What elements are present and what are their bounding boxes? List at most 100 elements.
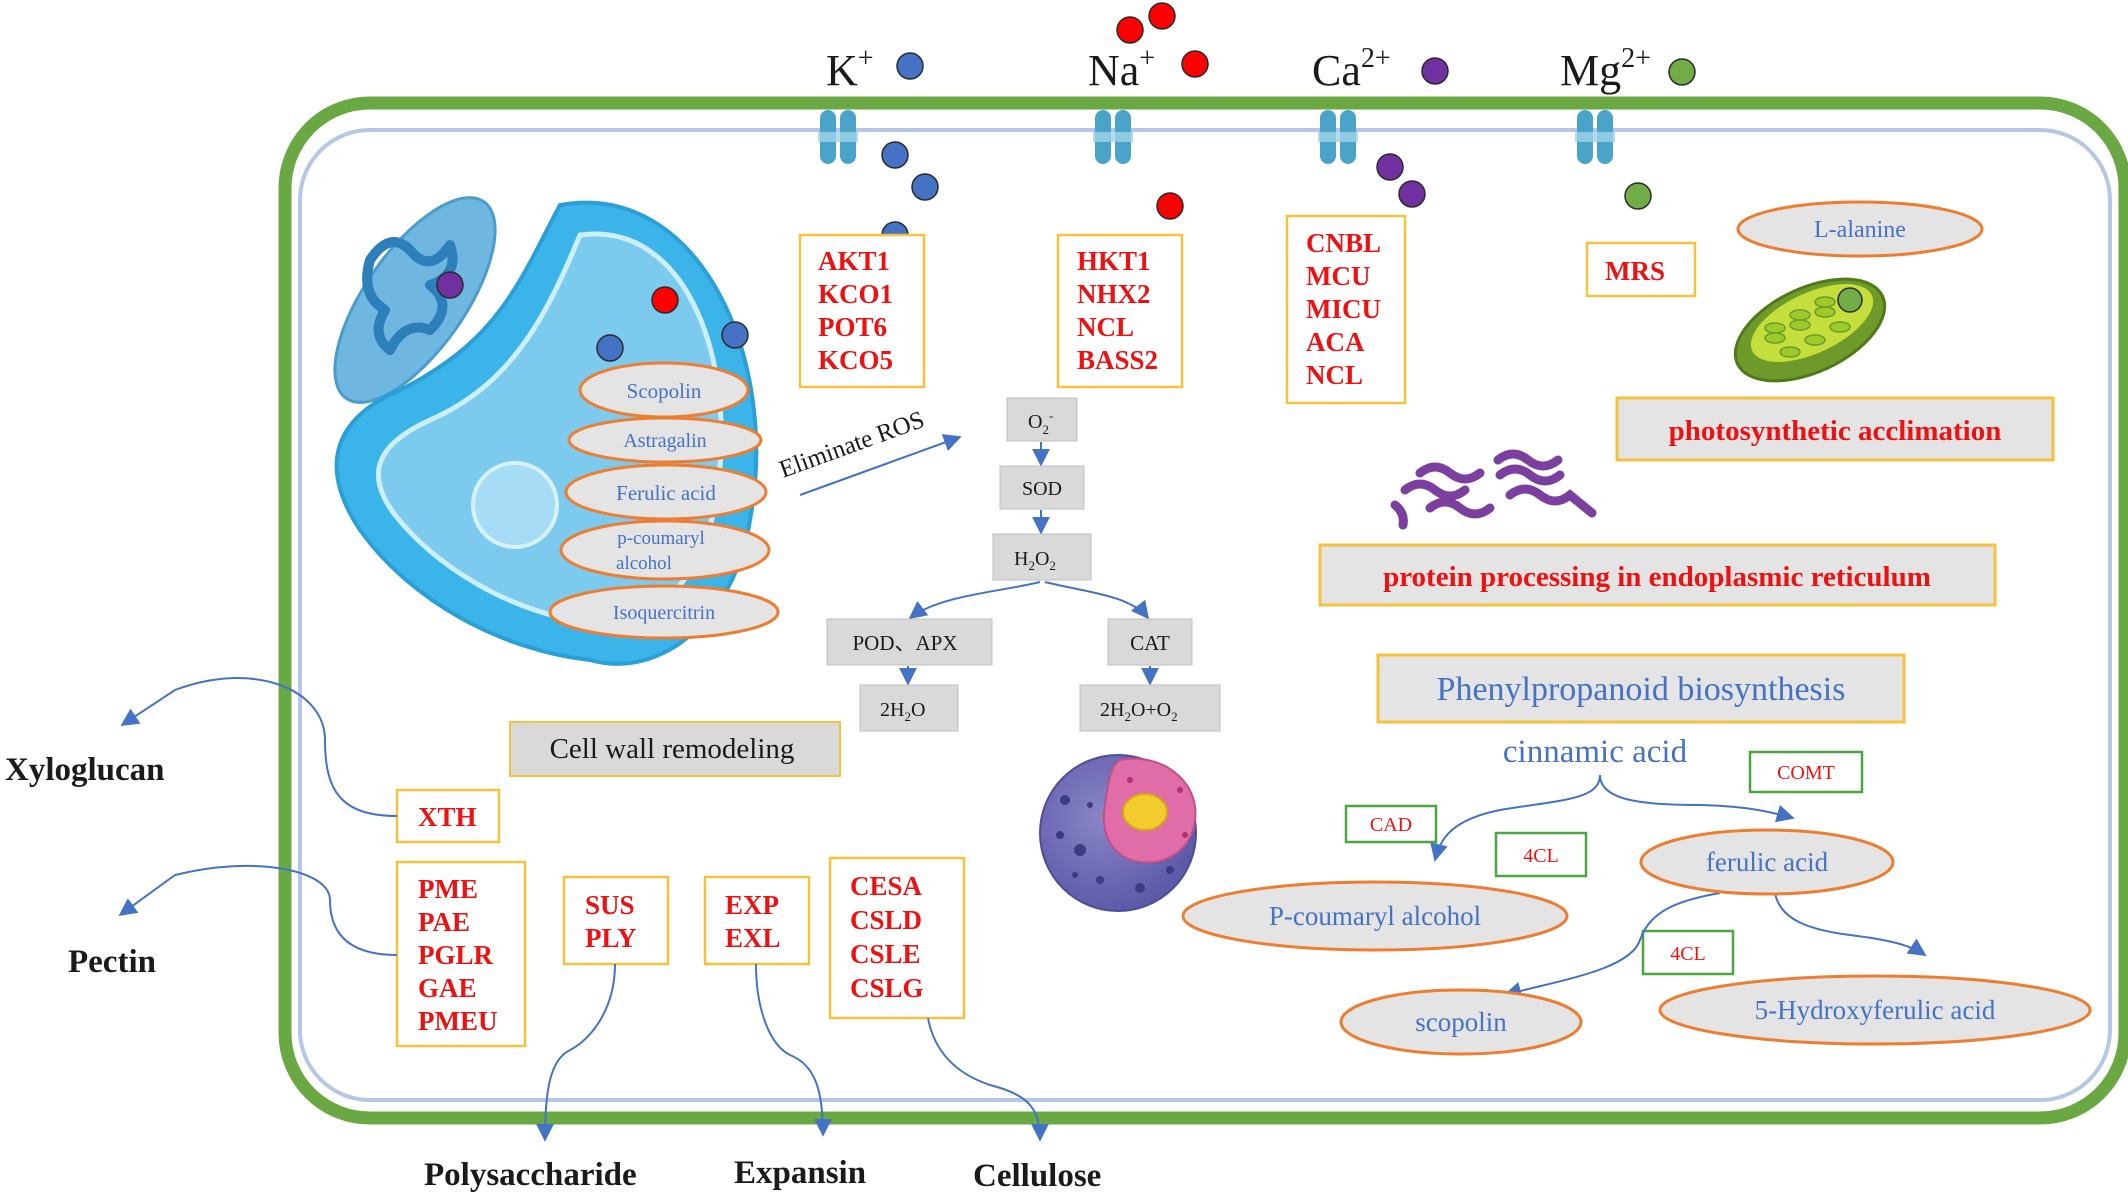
photosynthetic-label: photosynthetic acclimation (1669, 415, 2002, 447)
gene-label: XTH (418, 802, 477, 832)
h2o2-box (992, 533, 1092, 581)
ros-pathway: O2- SOD H2O2 POD、APX CAT 2H2O 2H2O+O2 (826, 397, 1221, 732)
l-alanine-label: L-alanine (1814, 217, 1906, 243)
product-expansin: Expansin (734, 1155, 866, 1191)
cat-label: CAT (1130, 631, 1170, 655)
gene-label: PLY (585, 923, 637, 953)
gene-label: NCL (1306, 360, 1363, 390)
gene-label: POT6 (818, 312, 887, 342)
metabolite-label: Isoquercitrin (613, 602, 715, 624)
h2o-box (859, 684, 959, 732)
ion-label-na: Na+ (1088, 43, 1155, 95)
metabolite-p-coumaryl-alcohol: p-coumaryl alcohol (559, 519, 771, 581)
h2o-label: 2H2O (880, 699, 925, 724)
mg-transporter-box (1585, 241, 1697, 298)
gene-label: CSLG (850, 973, 924, 1003)
gene-label: NHX2 (1077, 279, 1151, 309)
5-hydroxyferulic-acid-ellipse (1658, 974, 2092, 1046)
ferulic-acid-label: ferulic acid (1706, 847, 1829, 877)
pod-apx-box (826, 618, 993, 666)
sod-box (999, 465, 1085, 510)
gene-label: CSLD (850, 905, 922, 935)
l-alanine-ellipse (1736, 200, 1984, 258)
4cl-label-a: 4CL (1523, 845, 1559, 867)
phenylpropanoid-box (1376, 653, 1906, 724)
cinnamic-acid-label: cinnamic acid (1503, 734, 1688, 770)
cad-label: CAD (1370, 814, 1412, 836)
ferulic-acid-ellipse (1639, 828, 1895, 896)
gene-label: EXL (725, 923, 781, 953)
na-ions (1116, 2, 1209, 220)
o2-box (1006, 397, 1078, 442)
metabolite-label: Ferulic acid (616, 481, 716, 505)
4cl-box-b (1641, 929, 1735, 976)
na-transporter-box (1056, 233, 1184, 389)
cad-box (1344, 804, 1438, 844)
protein-processing-label: protein processing in endoplasmic reticu… (1383, 561, 1931, 593)
comt-box (1748, 750, 1864, 794)
comt-label: COMT (1777, 762, 1835, 784)
sus-to-polysaccharide-arrow (536, 963, 616, 1142)
gene-label: BASS2 (1077, 345, 1158, 375)
gene-label: ACA (1306, 327, 1365, 357)
nucleus-icon (1039, 754, 1197, 912)
product-cellulose: Cellulose (973, 1158, 1101, 1194)
eliminate-ros-arrow (799, 434, 962, 496)
mitochondrion-icon (333, 196, 497, 404)
xth-genes: XTH (418, 802, 477, 832)
ion-channel-mg (1575, 110, 1615, 164)
gene-label: CESA (850, 871, 923, 901)
gene-label: PMEU (418, 1006, 497, 1036)
h2o-o2-box (1079, 684, 1221, 732)
gene-label: PAE (418, 907, 470, 937)
ion-channel-k (818, 110, 858, 164)
gene-label: AKT1 (818, 246, 890, 276)
product-xyloglucan: Xyloglucan (5, 752, 165, 788)
mg-ions (1624, 58, 1696, 210)
gene-label: KCO5 (818, 345, 893, 375)
metabolite-label: p-coumaryl (617, 528, 705, 549)
gene-label: HKT1 (1077, 246, 1151, 276)
scopolin-ellipse (1339, 988, 1583, 1056)
pme-to-pectin-arrow (118, 864, 398, 956)
k-ions (881, 52, 939, 249)
xth-to-xyloglucan-arrow (120, 677, 398, 817)
gene-label: KCO1 (818, 279, 893, 309)
cesa-box (828, 856, 966, 1020)
pod-apx-label: POD、APX (852, 631, 957, 655)
mg-transporter-genes: MRS (1605, 256, 1665, 286)
metabolite-label: Astragalin (623, 430, 706, 452)
metabolite-label: alcohol (616, 553, 672, 574)
ion-channel-na (1093, 110, 1133, 164)
cell-wall-remodeling-label: Cell wall remodeling (550, 733, 795, 765)
gene-label: NCL (1077, 312, 1134, 342)
o2-label: O2- (1028, 408, 1053, 437)
metabolite-label: Scopolin (627, 379, 702, 403)
p-coumaryl-alcohol-ellipse (1181, 880, 1569, 952)
ion-label-ca: Ca2+ (1312, 43, 1391, 95)
p-coumaryl-alcohol-label: P-coumaryl alcohol (1269, 901, 1481, 931)
gene-label: MICU (1306, 294, 1381, 324)
phenylpropanoid-title: Phenylpropanoid biosynthesis (1437, 671, 1846, 708)
cat-box (1107, 618, 1193, 666)
ion-channel-ca (1318, 110, 1358, 164)
protein-processing-box (1318, 543, 1997, 607)
endoplasmic-reticulum-icon (1390, 449, 1597, 530)
product-polysaccharide: Polysaccharide (424, 1157, 637, 1193)
4cl-label-b: 4CL (1670, 943, 1706, 965)
cesa-to-cellulose-arrow (927, 1017, 1049, 1142)
gene-label: CNBL (1306, 228, 1381, 258)
eliminate-ros-label: Eliminate ROS (776, 406, 928, 483)
cell-wall (278, 96, 2128, 1125)
ca-transporter-box (1285, 214, 1407, 405)
metabolite-isoquercitrin: Isoquercitrin (548, 584, 780, 640)
